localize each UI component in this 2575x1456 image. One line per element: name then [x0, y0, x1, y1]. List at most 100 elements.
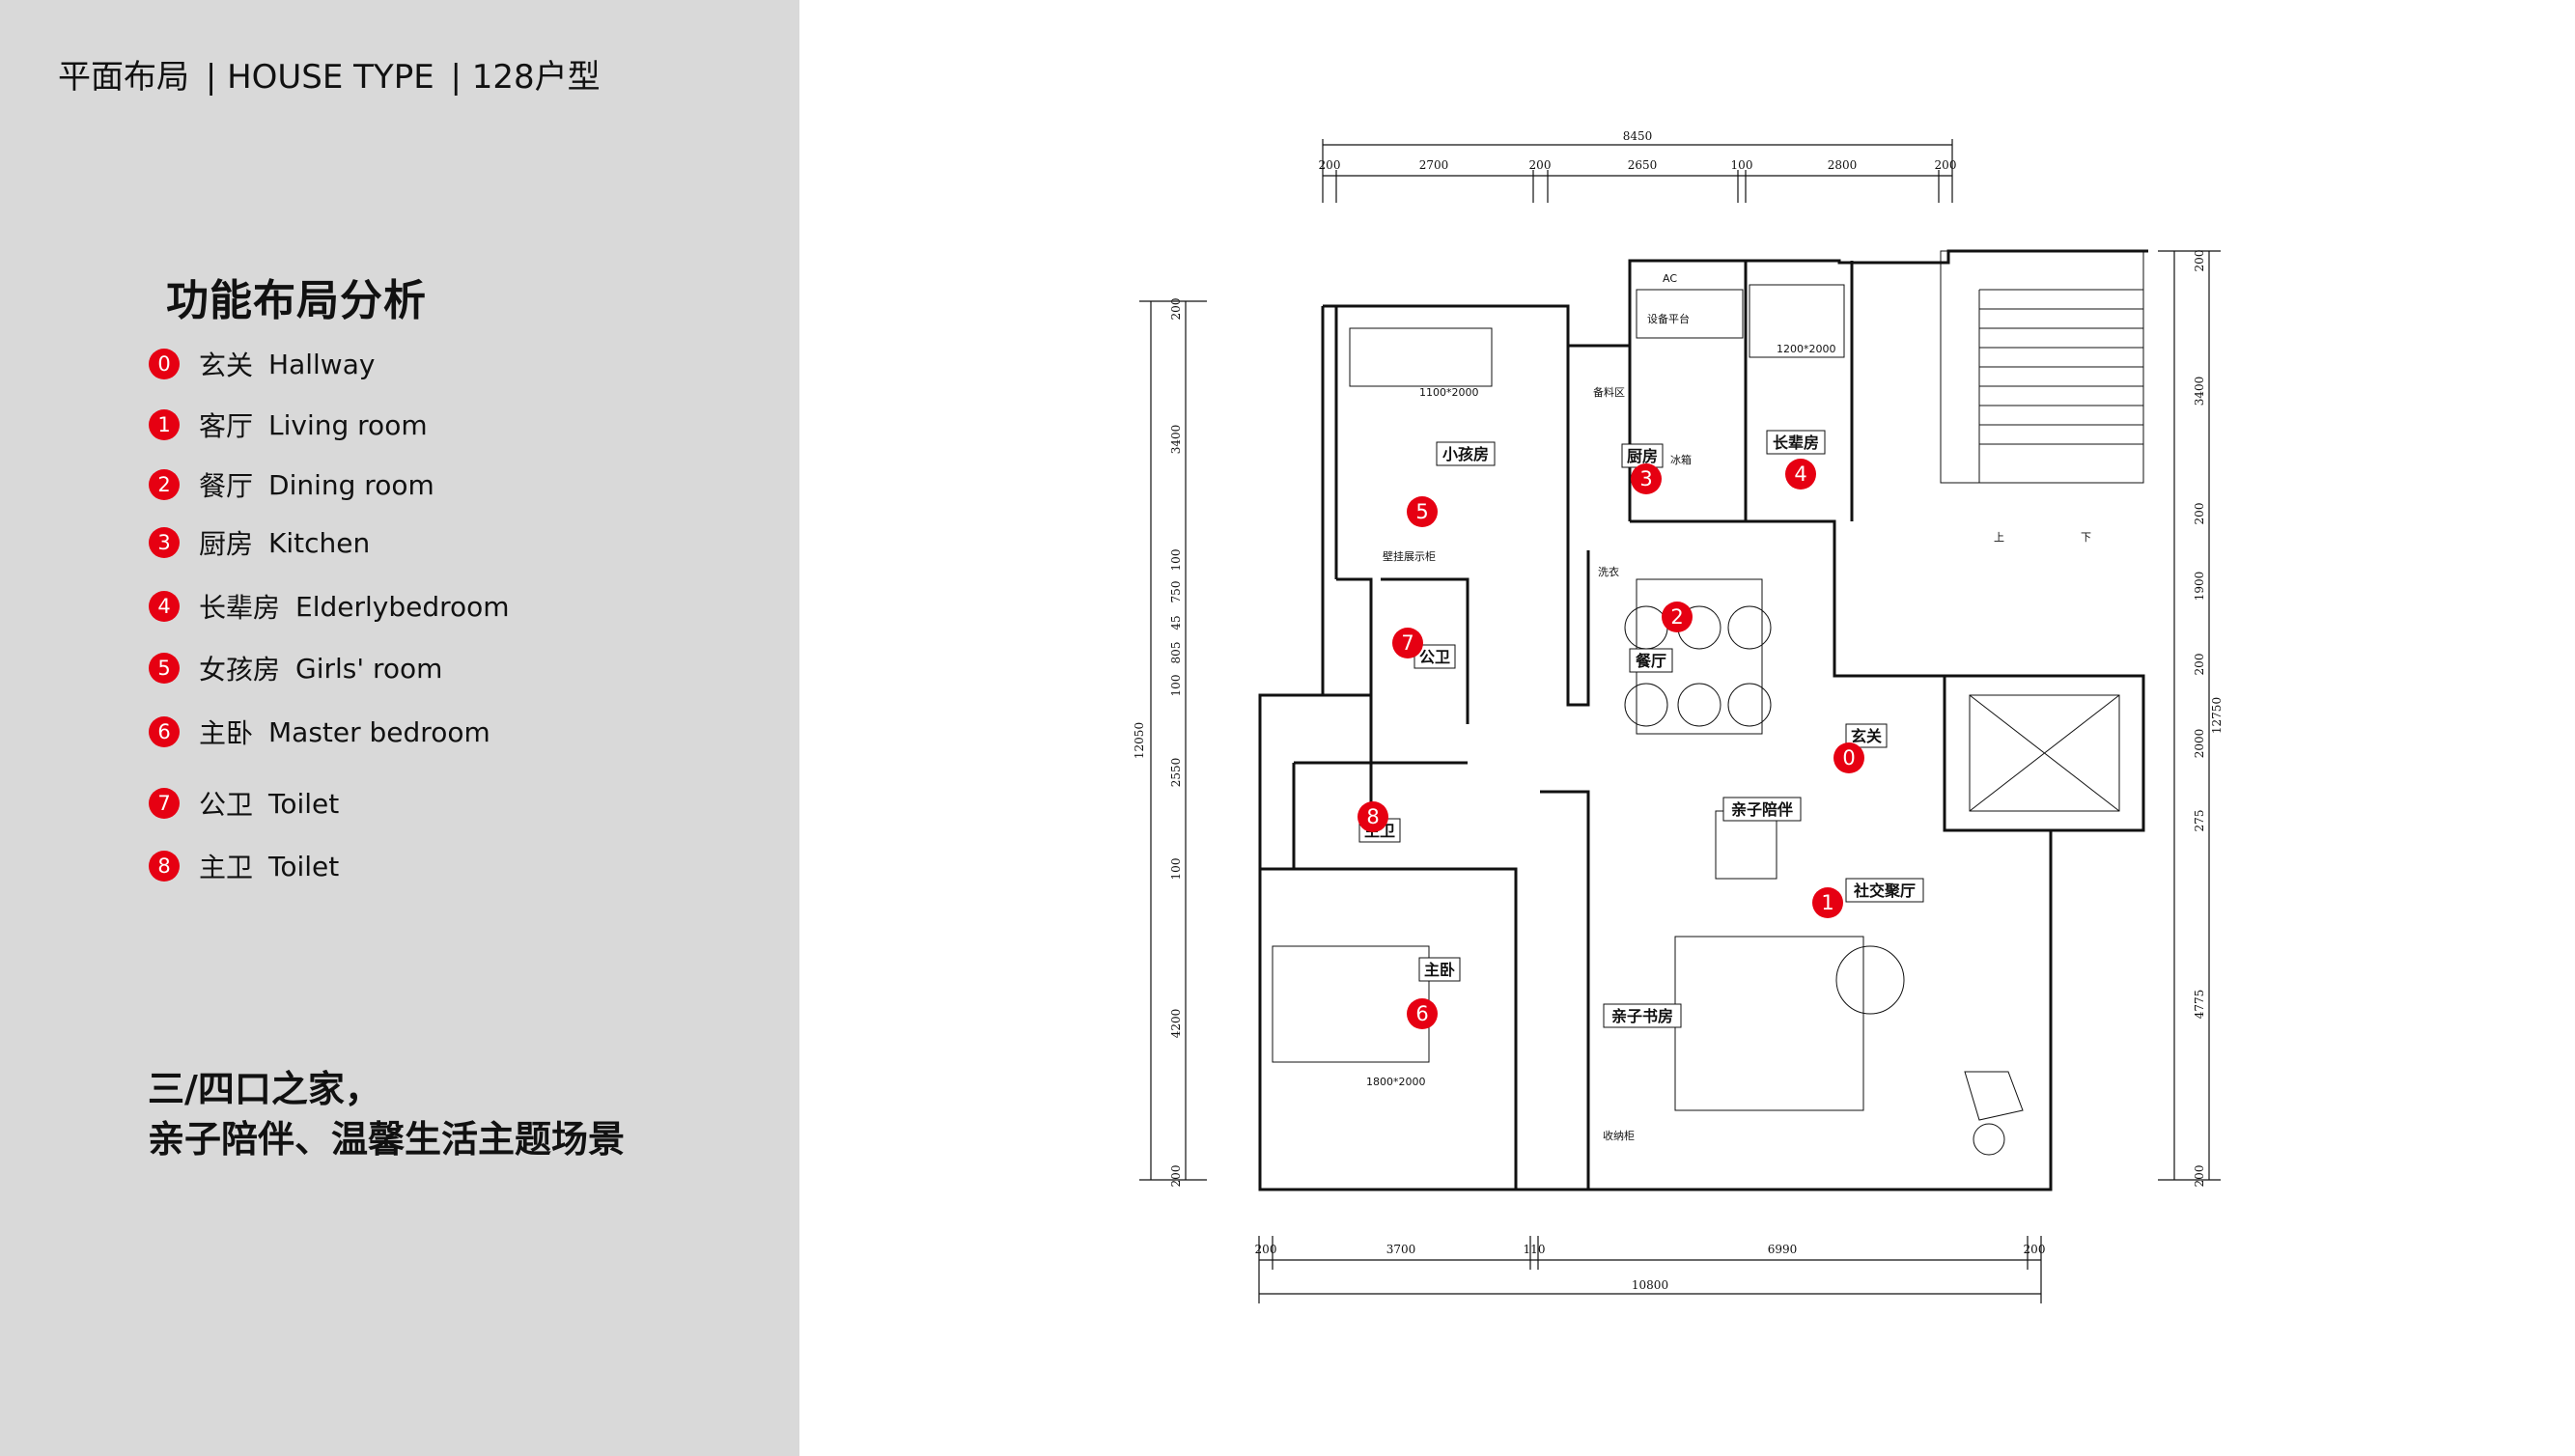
room-label-kitchen: 厨房 [1627, 447, 1658, 465]
legend-item: 7 公卫 Toilet [149, 784, 339, 823]
room-marker-number: 4 [1794, 462, 1806, 486]
note-display: 壁挂展示柜 [1383, 549, 1436, 563]
room-marker-number: 8 [1366, 805, 1379, 828]
dim-left-total: 12050 [1133, 722, 1146, 759]
legend-label-cn: 厨房 [199, 528, 254, 560]
dim-top: 2800 [1828, 158, 1858, 172]
note-storage: 备料区 [1593, 385, 1625, 399]
legend-label-cn: 餐厅 [199, 470, 254, 502]
room-marker [1662, 602, 1693, 632]
header-title-cn: 平面布局 [58, 58, 189, 97]
dim-right: 200 [2193, 503, 2206, 525]
room-marker-number: 2 [1670, 605, 1683, 629]
legend-label-en: Elderlybedroom [295, 590, 510, 623]
room-label-study: 亲子书房 [1611, 1007, 1673, 1025]
legend-label-cn: 主卧 [199, 717, 254, 749]
dim-left: 4200 [1169, 1009, 1183, 1039]
dim-top: 200 [1529, 158, 1552, 172]
room-label-social: 社交聚厅 [1853, 882, 1916, 900]
legend-label-en: Dining room [268, 468, 434, 501]
slogan-line-1: 三/四口之家， [148, 1068, 381, 1110]
page-header: 平面布局 | HOUSE TYPE | 128户型 [58, 50, 606, 98]
legend-label-en: Living room [268, 408, 428, 441]
header-unit-type: | 128户型 [450, 58, 601, 97]
stair-down-label: 下 [2081, 531, 2091, 544]
legend-label-cn: 客厅 [199, 410, 254, 442]
left-panel [0, 0, 799, 1456]
room-marker [1357, 801, 1388, 832]
dim-bottom: 200 [2024, 1243, 2046, 1256]
room-marker [1407, 998, 1438, 1029]
dim-right-total: 12750 [2210, 697, 2224, 734]
dim-left: 100 [1169, 549, 1183, 572]
dim-top: 2700 [1419, 158, 1449, 172]
floor-plan: 8 45 0 200 2700 200 2650 100 2800 200 10800 200 3700… [1133, 129, 2224, 1303]
note-fridge: 冰箱 [1670, 453, 1692, 466]
legend-label-en: Kitchen [268, 526, 371, 559]
note-ac: AC [1663, 272, 1677, 285]
dim-right: 4775 [2193, 990, 2206, 1020]
room-label-parent-child: 亲子陪伴 [1731, 800, 1793, 819]
dim-left: 45 [1169, 615, 1183, 630]
room-marker [1631, 463, 1662, 494]
dim-right: 200 [2193, 1165, 2206, 1188]
header-title-en: | HOUSE TYPE [205, 58, 434, 97]
dim-left: 750 [1169, 581, 1183, 603]
legend-item: 3 厨房 Kitchen [149, 523, 370, 562]
room-marker-number: 0 [1842, 746, 1855, 770]
legend-label-en: Hallway [268, 348, 376, 380]
room-label-small-kid: 小孩房 [1442, 445, 1489, 463]
dim-left: 805 [1169, 642, 1183, 664]
dim-right: 2000 [2193, 729, 2206, 759]
legend-label-en: Toilet [268, 850, 340, 882]
dim-bottom: 200 [1255, 1243, 1277, 1256]
dim-top: 100 [1731, 158, 1753, 172]
room-marker-number: 6 [1415, 1002, 1428, 1025]
legend-number-badge: 6 [149, 716, 180, 747]
bed-size-elder: 1200*2000 [1777, 343, 1836, 355]
stair-up-label: 上 [1994, 531, 2004, 544]
dim-left: 100 [1169, 858, 1183, 881]
legend-item: 2 餐厅 Dining room [149, 465, 434, 504]
room-marker-number: 3 [1639, 467, 1652, 490]
legend-number-badge: 0 [149, 349, 180, 379]
room-label-hallway: 玄关 [1851, 727, 1882, 745]
legend-number-badge: 2 [149, 469, 180, 500]
dim-left: 200 [1169, 298, 1183, 321]
slogan: 三/四口之家， 亲子陪伴、温馨生活主题场景 [148, 1064, 625, 1164]
room-marker [1812, 887, 1843, 918]
legend-label-cn: 公卫 [199, 789, 254, 821]
dim-left: 3400 [1169, 425, 1183, 455]
room-marker-number: 7 [1401, 631, 1413, 655]
legend-label-en: Master bedroom [268, 715, 490, 748]
room-marker [1407, 496, 1438, 527]
legend-label-en: Toilet [268, 787, 340, 820]
legend-number-badge: 3 [149, 527, 180, 558]
dim-right: 275 [2193, 810, 2206, 832]
legend-item: 6 主卧 Master bedroom [149, 713, 490, 751]
section-title: 功能布局分析 [166, 276, 427, 325]
dim-left: 200 [1169, 1165, 1183, 1188]
legend-number-badge: 8 [149, 851, 180, 882]
legend-label-cn: 女孩房 [199, 654, 281, 686]
dim-bottom: 3700 [1386, 1243, 1416, 1256]
dim-bottom-total: 10800 [1632, 1278, 1668, 1292]
legend-label-en: Girls' room [295, 652, 443, 685]
dim-bottom: 6990 [1768, 1243, 1798, 1256]
dim-left: 100 [1169, 675, 1183, 697]
room-marker [1785, 459, 1816, 490]
room-marker [1392, 628, 1423, 658]
dim-top: 2650 [1628, 158, 1658, 172]
legend-number-badge: 4 [149, 591, 180, 622]
room-label-dining: 餐厅 [1635, 652, 1666, 670]
room-label-master: 主卧 [1424, 961, 1455, 979]
bed-size-master: 1800*2000 [1366, 1076, 1426, 1088]
legend-number-badge: 7 [149, 788, 180, 819]
dim-right: 1900 [2193, 572, 2206, 602]
room-label-public-wc: 公卫 [1419, 648, 1450, 666]
bed-size-kid: 1100*2000 [1419, 386, 1479, 399]
